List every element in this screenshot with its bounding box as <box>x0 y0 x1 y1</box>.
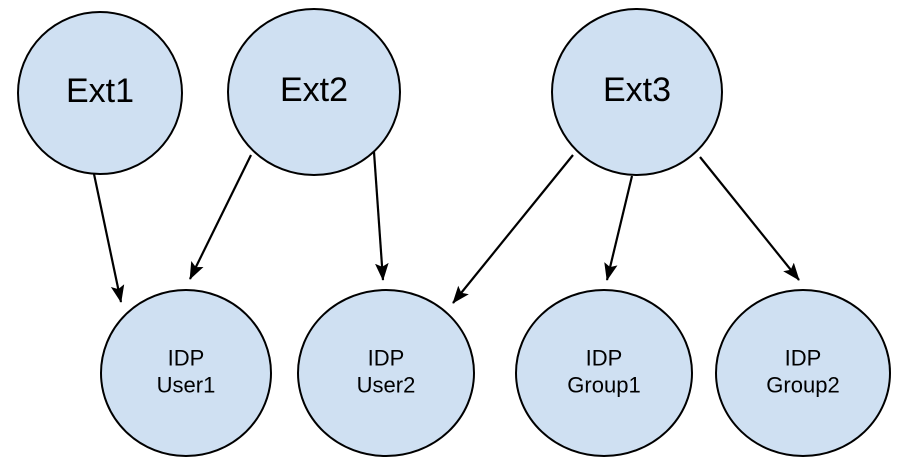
node-label-line: Ext1 <box>66 72 134 110</box>
edge-ext2-to-idp_user1 <box>189 154 252 280</box>
node-circle[interactable] <box>100 289 272 457</box>
node-circle[interactable] <box>17 11 183 175</box>
node-ext1[interactable]: Ext1 <box>17 11 183 175</box>
node-circle[interactable] <box>227 8 401 176</box>
edge-ext1-to-idp_user1 <box>92 173 125 303</box>
node-label-line: IDP <box>785 345 822 370</box>
edge-ext3-to-idp_group2 <box>699 156 800 281</box>
node-label-line: Group1 <box>567 372 640 397</box>
edge-arrow <box>372 151 389 281</box>
edge-arrow <box>92 173 125 303</box>
edge-arrow <box>189 154 252 280</box>
node-label-line: Group2 <box>766 372 839 397</box>
node-label-line: Ext3 <box>603 71 671 109</box>
edge-arrow <box>699 156 800 281</box>
node-ext3[interactable]: Ext3 <box>551 8 723 176</box>
node-circle[interactable] <box>715 289 891 457</box>
node-label-line: IDP <box>168 345 205 370</box>
edge-ext3-to-idp_user2 <box>452 154 574 304</box>
node-ext2[interactable]: Ext2 <box>227 8 401 176</box>
edge-arrow <box>452 154 574 304</box>
edge-ext3-to-idp_group1 <box>604 175 634 281</box>
edge-layer <box>92 151 800 304</box>
node-label-ext3: Ext3 <box>603 71 671 109</box>
node-label-ext2: Ext2 <box>280 71 348 109</box>
edge-ext2-to-idp_user2 <box>372 151 389 281</box>
node-label-ext1: Ext1 <box>66 72 134 110</box>
node-label-line: Ext2 <box>280 71 348 109</box>
node-label-line: User1 <box>157 372 216 397</box>
node-circle[interactable] <box>297 289 475 457</box>
node-label-line: User2 <box>357 372 416 397</box>
node-label-line: IDP <box>368 345 405 370</box>
edge-arrow <box>604 175 634 281</box>
node-label-line: IDP <box>586 345 623 370</box>
node-circle[interactable] <box>551 8 723 176</box>
node-circle[interactable] <box>515 289 693 457</box>
